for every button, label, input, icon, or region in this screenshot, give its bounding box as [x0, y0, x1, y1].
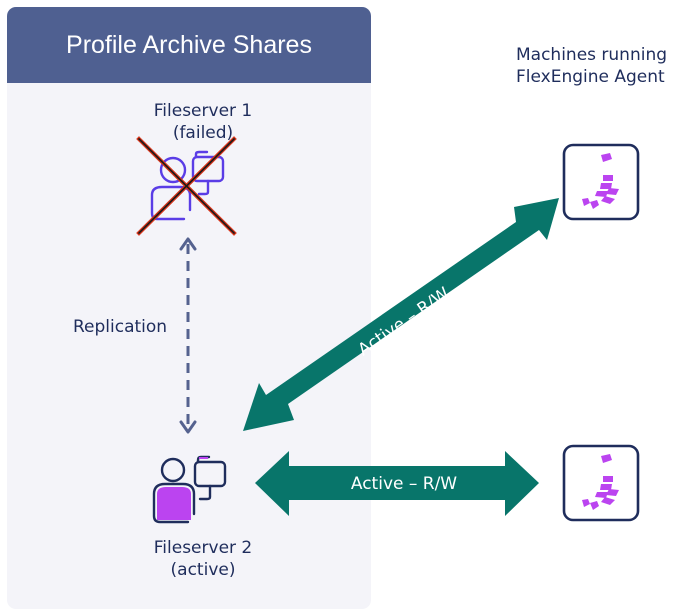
- fileserver2-name: Fileserver 2: [153, 538, 253, 558]
- replication-arrow: [179, 237, 197, 434]
- flexengine-agent-icon: [562, 444, 640, 522]
- fileserver2-label: Fileserver 2 (active): [115, 537, 291, 581]
- fileserver1-name: Fileserver 1: [153, 101, 253, 121]
- diagonal-connection-label: Active – R/W: [355, 284, 454, 361]
- machines-label: Machines running FlexEngine Agent: [516, 44, 667, 88]
- panel-title: Profile Archive Shares: [7, 7, 371, 83]
- failed-cross-icon: [136, 136, 237, 236]
- machines-label-line1: Machines running: [516, 45, 668, 65]
- horizontal-connection-label: Active – R/W: [351, 474, 457, 494]
- machines-label-line2: FlexEngine Agent: [516, 67, 665, 87]
- fileserver2-status: (active): [170, 560, 236, 580]
- diagonal-connection-arrow: Active – R/W: [243, 198, 559, 431]
- fileserver1-label: Fileserver 1 (failed): [115, 100, 291, 144]
- fileserver1-status: (failed): [172, 123, 234, 143]
- flexengine-agent-icon: [562, 143, 640, 221]
- replication-label: Replication: [73, 317, 168, 337]
- fileserver2-icon: [152, 455, 227, 524]
- horizontal-connection-arrow: Active – R/W: [255, 451, 539, 516]
